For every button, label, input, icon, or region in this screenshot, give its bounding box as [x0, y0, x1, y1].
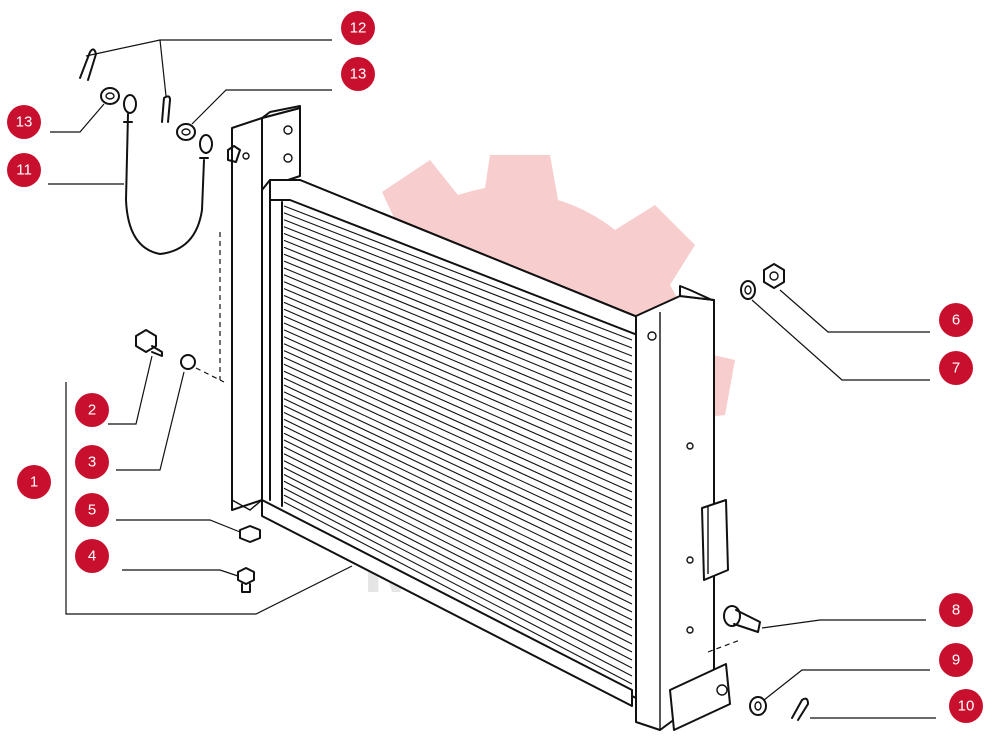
- svg-text:3: 3: [88, 454, 96, 471]
- fin-line: [283, 398, 633, 565]
- leader-lines: [48, 39, 936, 719]
- callout-4: 4: [75, 539, 109, 573]
- fin-line: [283, 460, 633, 637]
- fin-line: [283, 446, 633, 621]
- fin-line: [283, 350, 633, 509]
- svg-text:6: 6: [952, 312, 960, 329]
- fin-line: [283, 336, 633, 493]
- ground-cable: [123, 94, 213, 255]
- svg-text:1: 1: [30, 474, 38, 491]
- fin-line: [283, 315, 633, 469]
- callout-12: 12: [341, 11, 375, 45]
- fin-line: [283, 501, 633, 685]
- svg-text:4: 4: [88, 548, 96, 565]
- svg-text:8: 8: [952, 602, 960, 619]
- fin-line: [283, 494, 633, 677]
- fin-line: [283, 356, 633, 517]
- fin-line: [283, 412, 633, 581]
- bolt-lower-left: [237, 567, 255, 593]
- washer-right: [740, 280, 756, 300]
- callout-11: 11: [7, 153, 41, 187]
- bolt-upper: [135, 329, 163, 357]
- fin-line: [283, 432, 633, 605]
- fin-line: [283, 274, 633, 421]
- fin-line: [283, 219, 633, 357]
- fin-line: [283, 267, 633, 413]
- fin-line: [283, 329, 633, 485]
- fin-line: [283, 391, 633, 557]
- fin-line: [283, 439, 633, 613]
- svg-text:13: 13: [350, 66, 367, 83]
- fin-line: [283, 246, 633, 389]
- fin-line: [283, 239, 633, 381]
- fin-line: [283, 363, 633, 525]
- fin-line: [283, 281, 633, 429]
- fin-line: [283, 226, 633, 365]
- fin-line: [283, 384, 633, 549]
- nut-right: [763, 263, 785, 289]
- fin-line: [283, 205, 633, 341]
- fin-line: [283, 294, 633, 445]
- callout-13-upper: 13: [341, 57, 375, 91]
- svg-text:2: 2: [88, 402, 96, 419]
- fin-line: [283, 377, 633, 541]
- fin-line: [283, 474, 633, 653]
- fin-line: [283, 288, 633, 437]
- fin-line: [283, 343, 633, 501]
- fin-line: [283, 260, 633, 405]
- fin-line: [283, 301, 633, 453]
- callout-7: 7: [939, 351, 973, 385]
- callout-10: 10: [949, 689, 983, 723]
- fin-line: [283, 212, 633, 349]
- fin-line: [283, 425, 633, 597]
- fin-line: [283, 253, 633, 397]
- cotter-pin-lower: [791, 697, 809, 721]
- fin-line: [283, 322, 633, 477]
- fin-line: [283, 480, 633, 661]
- nut-lower-left: [239, 525, 261, 543]
- fin-line: [283, 487, 633, 669]
- callout-13-left: 13: [7, 105, 41, 139]
- svg-text:11: 11: [16, 162, 32, 179]
- svg-text:10: 10: [958, 698, 975, 715]
- svg-text:13: 13: [16, 114, 33, 131]
- callout-2: 2: [75, 393, 109, 427]
- callout-1: 1: [17, 465, 51, 499]
- lock-washer: [180, 354, 196, 370]
- radiator-core-fins: [283, 205, 633, 685]
- svg-text:9: 9: [952, 652, 960, 669]
- radiator-assembly: [231, 105, 741, 731]
- callout-3: 3: [75, 445, 109, 479]
- callout-6: 6: [939, 303, 973, 337]
- cotter-pin-upper: [79, 48, 171, 123]
- callout-5: 5: [75, 493, 109, 527]
- pivot-pin: [723, 605, 761, 633]
- fin-line: [283, 308, 633, 461]
- fin-line: [283, 405, 633, 573]
- fin-line: [283, 370, 633, 533]
- svg-text:5: 5: [88, 502, 96, 519]
- washer-upper-left: [100, 87, 120, 105]
- svg-text:12: 12: [350, 20, 367, 37]
- fin-line: [283, 467, 633, 645]
- washer-upper-right: [176, 123, 196, 141]
- washer-lower-right: [749, 696, 767, 716]
- svg-text:7: 7: [952, 360, 960, 377]
- callout-8: 8: [939, 593, 973, 627]
- fin-line: [283, 232, 633, 373]
- fin-line: [283, 453, 633, 629]
- fin-line: [283, 418, 633, 589]
- callout-9: 9: [939, 643, 973, 677]
